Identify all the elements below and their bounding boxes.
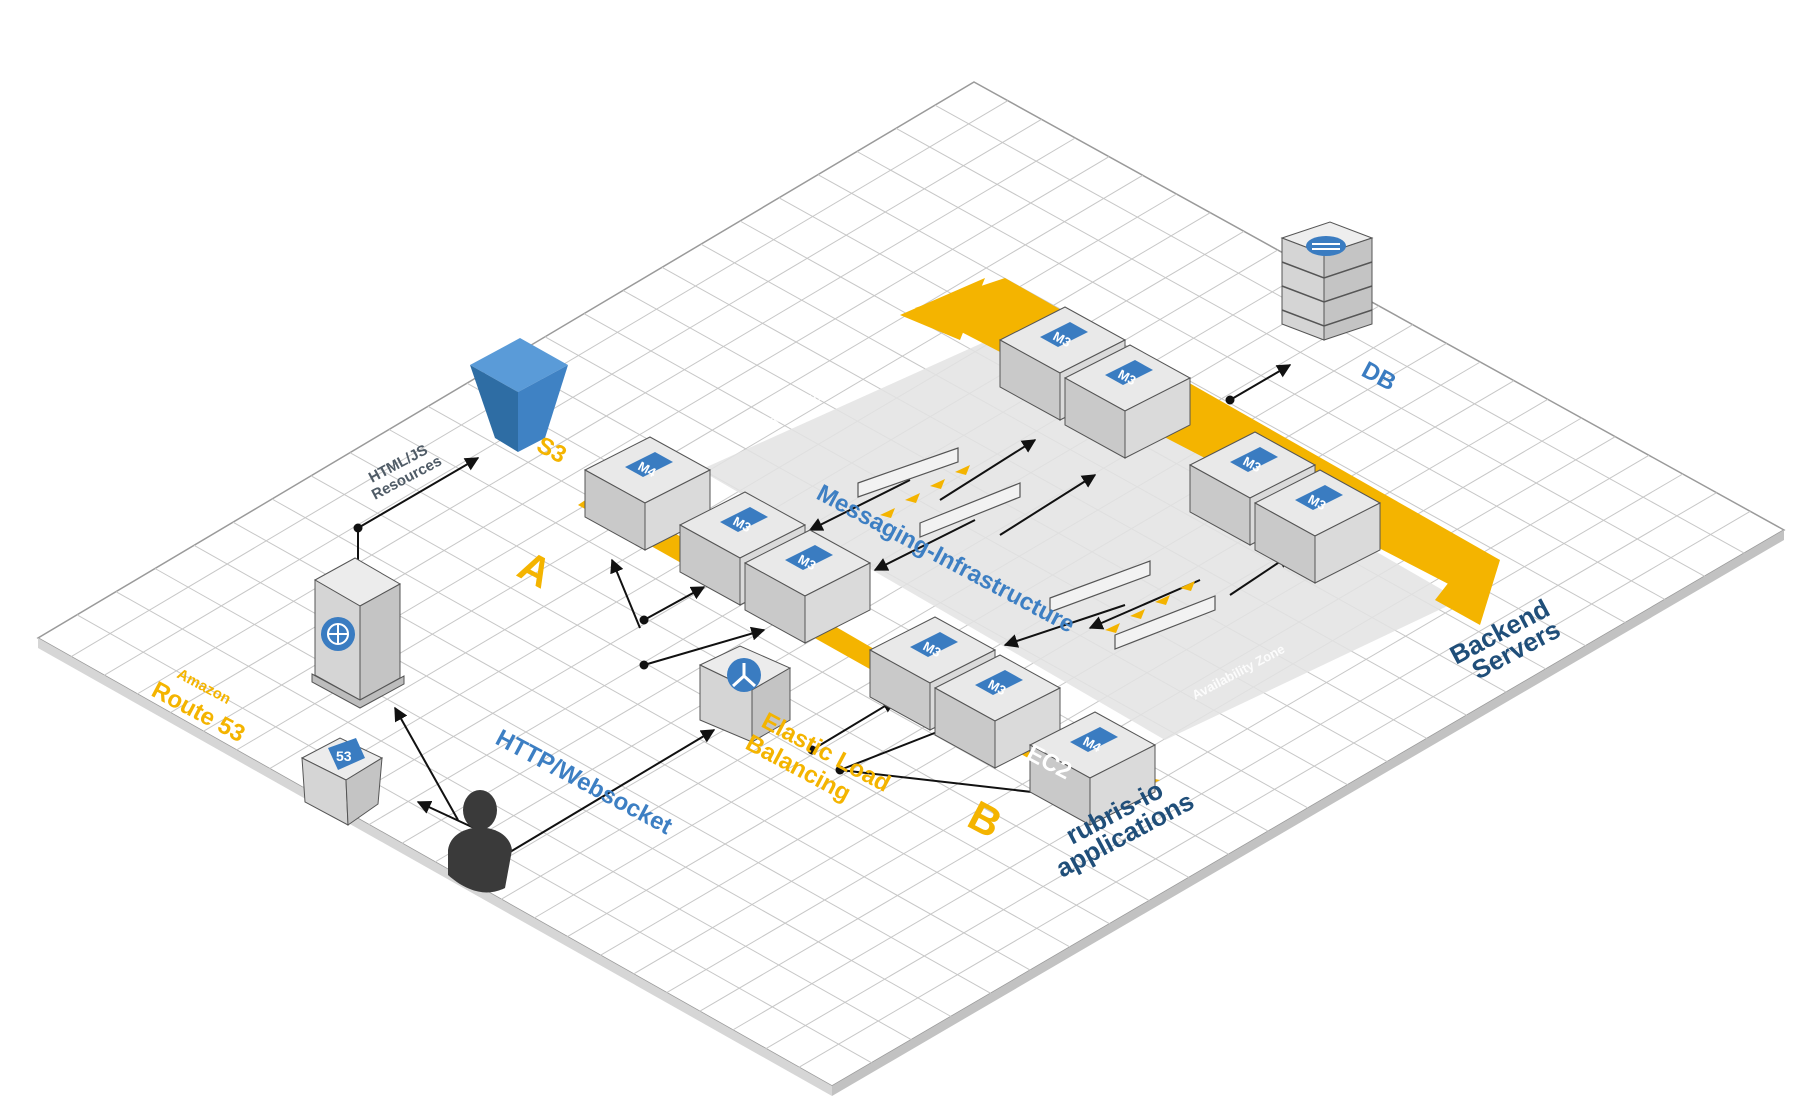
instance-badge (975, 670, 1023, 695)
instance-type-label: M3 (921, 638, 944, 660)
instance-type-label: M3 (796, 551, 819, 573)
globe-icon (321, 617, 355, 651)
instance-type-label: M3 (1051, 328, 1074, 350)
route53-badge: 53 (336, 748, 352, 764)
instance-box-right-face (804, 562, 871, 644)
web-server-icon[interactable] (311, 557, 405, 709)
user-icon[interactable] (448, 790, 512, 893)
s3-bucket-icon[interactable] (470, 338, 568, 452)
instance-badge (1040, 322, 1088, 347)
grid-line (798, 510, 1751, 1068)
instance-box-right-face (1314, 502, 1381, 584)
instance-badge (1070, 727, 1118, 752)
database-icon[interactable] (1280, 221, 1374, 341)
grid-line (115, 591, 912, 1041)
instance-type-label: M3 (986, 676, 1009, 698)
message-queue-icon (857, 447, 1216, 650)
route53-icon[interactable]: 53 (300, 737, 384, 826)
instance-box-right-face (1089, 744, 1156, 826)
instance-box-right-face (1124, 377, 1191, 459)
elb-icon[interactable] (698, 645, 792, 743)
instance-type-label: M3 (1241, 453, 1264, 475)
instance-box-m3[interactable]: M3 (1253, 469, 1382, 584)
instance-badge (1230, 447, 1278, 472)
message-dots (880, 465, 1195, 633)
instance-box-m3[interactable]: M3 (933, 654, 1062, 769)
instance-badge (785, 545, 833, 570)
instance-badge (910, 632, 958, 657)
instance-box-m4[interactable]: M4 (583, 436, 712, 551)
instance-type-label: M3 (1116, 366, 1139, 388)
connection-arrows (353, 364, 1292, 856)
instance-badge (1105, 360, 1153, 385)
instance-box-m3[interactable]: M3 (743, 529, 872, 644)
instance-type-label: M3 (731, 513, 754, 535)
instance-badge (720, 507, 768, 532)
grid-line (154, 568, 952, 1017)
instance-box-m4[interactable]: M4 (1028, 711, 1157, 826)
instance-badge (625, 452, 673, 477)
instance-box-m3[interactable]: M3 (1063, 344, 1192, 459)
grid-line (732, 473, 1684, 1031)
grid-line (765, 492, 1717, 1050)
instance-badge (1295, 485, 1343, 510)
instance-type-label: M3 (1306, 491, 1329, 513)
